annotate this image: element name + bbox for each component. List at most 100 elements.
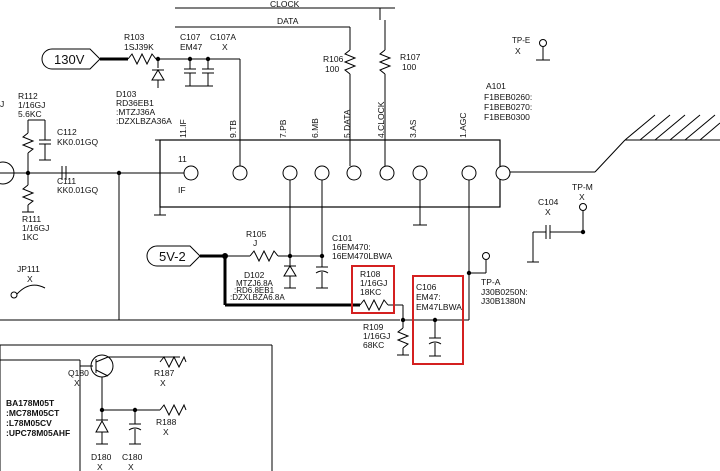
tp-m-name: TP-M <box>572 182 593 192</box>
r109-resistor <box>396 319 435 356</box>
r112-resistor <box>21 119 45 180</box>
r112-value: 5.6KC <box>18 109 42 119</box>
d103-part3: :DZXLBZA36A <box>116 116 172 126</box>
r188-resistor <box>159 403 187 417</box>
jp111-jumper <box>10 284 46 299</box>
r107-value: 100 <box>402 62 416 72</box>
d103-ref: D103 <box>116 89 137 99</box>
q180-transistor <box>80 354 180 410</box>
c111-ref: C111 <box>57 176 76 186</box>
r107-ref: R107 <box>400 52 421 62</box>
d103-zener <box>151 59 165 88</box>
c101-ref: C101 <box>332 233 353 243</box>
r112-ref: R112 <box>18 91 38 101</box>
d102-ref: D102 <box>244 270 265 280</box>
r112-prefix: J <box>0 99 4 109</box>
c107a-value: X <box>222 42 228 52</box>
d102-part2: :RD6.8EB1 <box>234 286 275 295</box>
r187-ref: R187 <box>154 368 175 378</box>
r109-ref: R109 <box>363 322 384 332</box>
c180-value: X <box>128 462 134 471</box>
c101-value2: 16EM470LBWA <box>332 251 392 261</box>
supply-5v-label: 5V-2 <box>159 249 186 264</box>
c104-value: X <box>545 207 551 217</box>
tp-e-testpoint <box>536 39 550 61</box>
r105-value: J <box>253 238 257 248</box>
r106-resistor <box>343 35 357 166</box>
r108-value: 18KC <box>360 287 381 297</box>
c107a-ref: C107A <box>210 32 236 42</box>
d102-zener <box>283 256 297 289</box>
pin7-name: 7.PB <box>278 119 288 138</box>
r109-value: 68KC <box>363 340 384 350</box>
regulator-box <box>0 344 273 471</box>
r188-ref: R188 <box>156 417 177 427</box>
jp111-ref: JP111 <box>17 264 40 274</box>
pin11-number: 11 <box>178 154 187 164</box>
c104-capacitor <box>527 203 587 263</box>
tp-e-value: X <box>515 46 521 56</box>
r108-resistor <box>359 298 406 323</box>
r111-ref: R111 <box>22 214 41 224</box>
d102-part1: MTZJ6.8A <box>236 279 274 288</box>
r187-resistor <box>159 355 187 369</box>
tp-a-name: TP-A <box>481 277 501 287</box>
c107-ref: C107 <box>180 32 201 42</box>
regulator-part1: BA178M05T <box>6 398 55 408</box>
supply-5v-flag <box>146 245 360 307</box>
c106-capacitor <box>428 317 442 357</box>
pin3-ground <box>413 180 427 226</box>
c106-ref: C106 <box>416 282 437 292</box>
r112-spec: 1/16GJ <box>18 100 45 110</box>
agc-line <box>435 180 490 321</box>
c111-capacitor <box>61 166 67 180</box>
transistor-left <box>0 161 31 185</box>
if-line <box>0 170 400 321</box>
tuner-ref: A101 <box>486 81 506 91</box>
q180-ref: Q180 <box>68 368 89 378</box>
pin11-name: 11.IF <box>178 119 188 138</box>
tp-m-value: X <box>579 192 585 202</box>
r111-value: 1KC <box>22 232 39 242</box>
tuner-ground-left <box>154 140 166 216</box>
jp111-value: X <box>27 274 33 284</box>
pin5-name: 5.DATA <box>342 109 352 138</box>
r108-spec: 1/16GJ <box>360 278 387 288</box>
c101-value1: 16EM470: <box>332 242 371 252</box>
d102-part3: :DZXLBZA6.8A <box>230 293 285 302</box>
tuner-part2: F1BEB0270: <box>484 102 532 112</box>
r111-resistor <box>21 180 35 213</box>
c107-capacitors <box>184 56 214 87</box>
c180-capacitor <box>128 407 142 445</box>
r105-ref: R105 <box>246 229 267 239</box>
d103-part1: RD36EB1 <box>116 98 154 108</box>
data-line <box>175 26 351 35</box>
pin1-name: 1.AGC <box>458 112 468 138</box>
regulator-part4: :UPC78M05AHF <box>6 428 70 438</box>
clock-line <box>175 7 395 20</box>
c107-value: EM47 <box>180 42 202 52</box>
r106-value: 100 <box>325 64 339 74</box>
d180-ref: D180 <box>91 452 112 462</box>
tuner-part3: F1BEB0300 <box>484 112 530 122</box>
r187-value: X <box>160 378 166 388</box>
c106-highlight <box>412 275 464 365</box>
r103-ref: R103 <box>124 32 145 42</box>
antenna-symbol <box>510 114 720 173</box>
pin9-name: 9.TB <box>228 120 238 138</box>
tp-a-part1: J30B0250N: <box>481 287 528 297</box>
r103-value: 1SJ39K <box>124 42 154 52</box>
pin4-name: 4.CLOCK <box>376 101 386 138</box>
regulator-part2: :MC78M05CT <box>6 408 60 418</box>
d180-value: X <box>97 462 103 471</box>
q180-value: X <box>74 378 80 388</box>
r108-ref: R108 <box>360 269 381 279</box>
r108-highlight <box>351 265 395 314</box>
r103-resistor <box>127 52 240 66</box>
data-label: DATA <box>277 16 299 26</box>
if-label: IF <box>178 185 186 195</box>
c106-value1: EM47: <box>416 292 441 302</box>
tuner-part1: F1BEB0260: <box>484 92 532 102</box>
